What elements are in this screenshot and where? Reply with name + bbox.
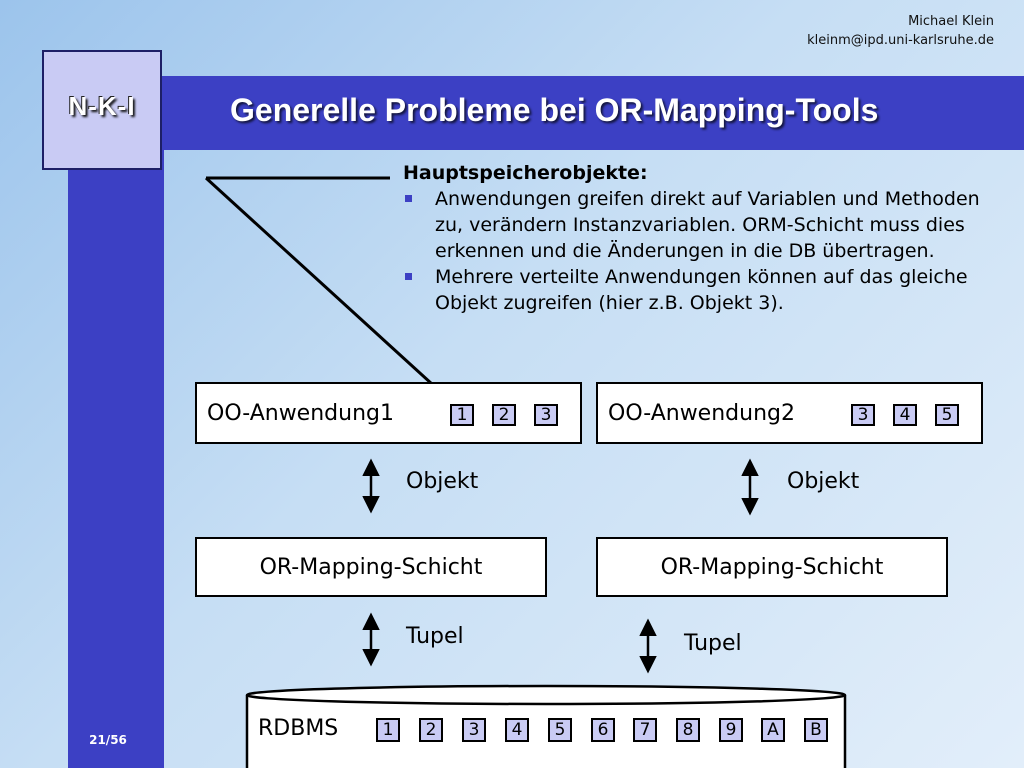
- logo-text: N-K-I: [68, 90, 136, 121]
- tuple-box: 1: [376, 718, 400, 742]
- or-mapping-layer-2: OR-Mapping-Schicht: [596, 537, 948, 597]
- tupel-label: Tupel: [684, 631, 742, 656]
- oo-application-2: OO-Anwendung2 3 4 5: [596, 382, 983, 444]
- object-box: 3: [851, 404, 875, 426]
- object-box: 2: [492, 404, 516, 426]
- tuple-box: 5: [548, 718, 572, 742]
- object-box: 3: [534, 404, 558, 426]
- title-bar: [68, 76, 1024, 150]
- object-box: 1: [450, 404, 474, 426]
- app-label: OO-Anwendung1: [207, 401, 394, 426]
- bullet-item: Anwendungen greifen direkt auf Variablen…: [403, 186, 1003, 264]
- square-bullet-icon: [405, 273, 412, 280]
- tuple-box: 6: [591, 718, 615, 742]
- or-mapping-layer-1: OR-Mapping-Schicht: [195, 537, 547, 597]
- tuple-box: 8: [676, 718, 700, 742]
- tuple-box: 3: [462, 718, 486, 742]
- callout-line: [204, 176, 457, 407]
- tuple-box: 9: [719, 718, 743, 742]
- author-name: Michael Klein: [908, 14, 994, 29]
- app-label: OO-Anwendung2: [608, 401, 795, 426]
- tuple-box: 2: [419, 718, 443, 742]
- text-block: Hauptspeicherobjekte: Anwendungen greife…: [403, 160, 1003, 316]
- rdbms-label: RDBMS: [258, 716, 339, 741]
- oo-application-1: OO-Anwendung1 1 2 3: [195, 382, 582, 444]
- slide-title: Generelle Probleme bei OR-Mapping-Tools: [230, 92, 879, 128]
- bullet-text: Anwendungen greifen direkt auf Variablen…: [435, 188, 980, 262]
- square-bullet-icon: [405, 195, 412, 202]
- author-email: kleinm@ipd.uni-karlsruhe.de: [807, 33, 994, 48]
- bullet-item: Mehrere verteilte Anwendungen können auf…: [403, 264, 1003, 316]
- author-info: Michael Klein kleinm@ipd.uni-karlsruhe.d…: [807, 12, 994, 50]
- sidebar-bar: [68, 76, 164, 768]
- text-heading: Hauptspeicherobjekte:: [403, 162, 648, 184]
- object-label: Objekt: [787, 469, 860, 494]
- object-box: 4: [893, 404, 917, 426]
- tuple-box: 7: [633, 718, 657, 742]
- database-cylinder: [245, 684, 847, 768]
- tuple-box: B: [804, 718, 828, 742]
- tupel-label: Tupel: [406, 624, 464, 649]
- bullet-text: Mehrere verteilte Anwendungen können auf…: [435, 266, 968, 314]
- bullet-list: Anwendungen greifen direkt auf Variablen…: [403, 186, 1003, 316]
- page-number: 21/56: [89, 733, 127, 747]
- logo: N-K-I: [42, 50, 162, 170]
- tuple-box: 4: [505, 718, 529, 742]
- tuple-box: A: [761, 718, 785, 742]
- object-box: 5: [935, 404, 959, 426]
- object-label: Objekt: [406, 469, 479, 494]
